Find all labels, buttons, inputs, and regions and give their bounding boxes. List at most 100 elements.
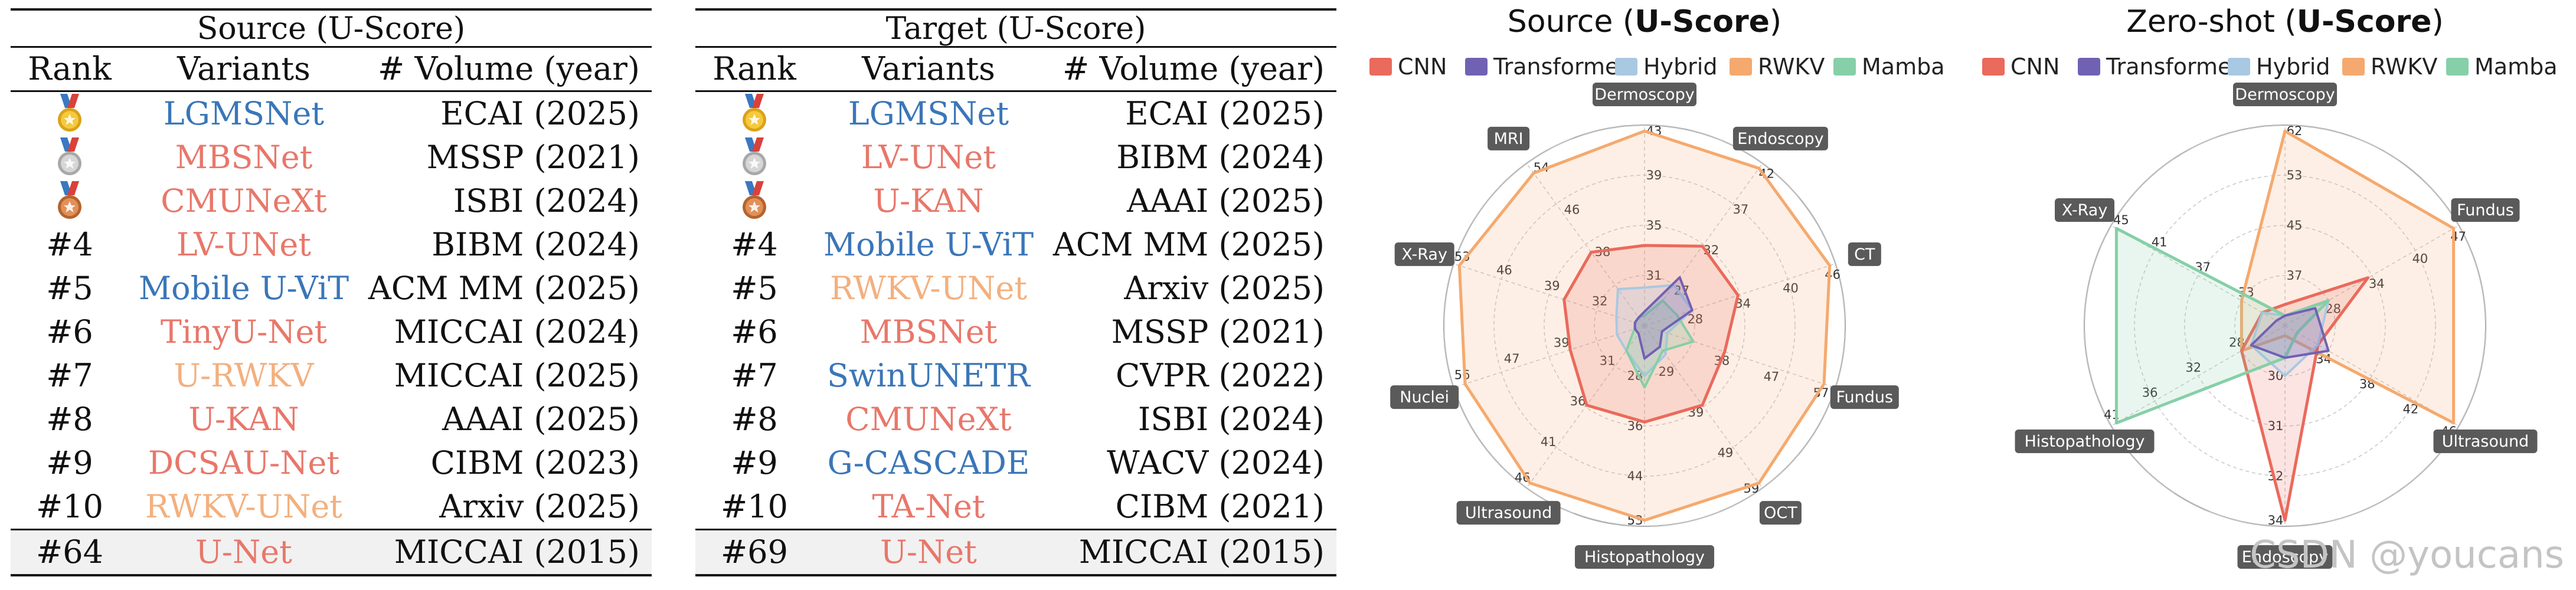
gold-medal-icon — [695, 92, 813, 136]
bronze-medal-icon — [695, 179, 813, 223]
table-row: #7 U-RWKV MICCAI (2025) — [11, 354, 652, 398]
legend-swatch-mamba — [2446, 58, 2469, 76]
axis-label-text: Ultrasound — [1465, 504, 1552, 522]
rank-cell: #7 — [46, 357, 93, 394]
table-caption: Source (U-Score) — [11, 8, 652, 48]
radar-tick-label: 37 — [1732, 202, 1748, 217]
axis-label-x-ray: X-Ray — [2055, 198, 2115, 222]
volume-cell: AAAI (2025) — [442, 401, 640, 438]
legend-label-hybrid: Hybrid — [2256, 54, 2330, 80]
axis-label-dermoscopy: Dermoscopy — [2233, 83, 2337, 106]
radar-tick-label: 32 — [2185, 360, 2201, 375]
baseline-row: #69 U-Net MICCAI (2015) — [695, 529, 1336, 576]
axis-label-ultrasound: Ultrasound — [2433, 430, 2538, 453]
axis-label-fundus: Fundus — [1830, 385, 1899, 409]
axis-label-text: Endoscopy — [1737, 130, 1823, 148]
volume-cell: WACV (2024) — [1107, 444, 1325, 481]
table-header-row: Rank Variants # Volume (year) — [11, 48, 652, 92]
axis-label-box — [2055, 198, 2115, 222]
variant-cell: TinyU-Net — [160, 313, 328, 350]
variant-cell: DCSAU-Net — [148, 444, 340, 481]
rank-cell: #4 — [731, 226, 778, 263]
axis-label-box — [1830, 385, 1899, 409]
radar-spoke — [1453, 263, 1645, 326]
rank-cell: #10 — [721, 488, 788, 525]
radar-tick-label: 41 — [1541, 435, 1557, 449]
radar-tick-label: 56 — [1454, 368, 1470, 382]
axis-label-text: MRI — [1494, 130, 1524, 148]
volume-cell: ACM MM (2025) — [368, 270, 640, 307]
axis-label-endoscopy: Endoscopy — [2237, 545, 2333, 569]
volume-cell: MSSP (2021) — [426, 139, 640, 176]
legend-swatch-mamba — [1833, 58, 1856, 76]
axis-label-box — [1848, 242, 1881, 266]
radar-tick-label: 34 — [2268, 513, 2284, 527]
axis-label-x-ray: X-Ray — [1394, 242, 1454, 266]
volume-cell: MICCAI (2024) — [394, 313, 640, 350]
axis-label-text: X-Ray — [1401, 245, 1447, 264]
axis-label-box — [1390, 385, 1459, 409]
gold-medal-icon — [11, 92, 129, 136]
legend-label-transformer: Transformer — [1493, 54, 1628, 80]
axis-label-box — [1394, 242, 1454, 266]
radar-tick-label: 39 — [1646, 168, 1662, 182]
axis-label-box — [2233, 83, 2337, 106]
axis-label-box — [1488, 126, 1530, 150]
radar-tick-label: 32 — [1592, 294, 1608, 309]
radar-tick-label: 31 — [2268, 419, 2284, 433]
radar-spoke — [1526, 163, 1645, 326]
variant-cell: RWKV-UNet — [829, 270, 1028, 307]
volume-cell: CVPR (2022) — [1115, 357, 1325, 394]
radar-grid-ring — [2084, 124, 2486, 527]
rank-cell: #8 — [46, 401, 93, 438]
rank-cell: #5 — [731, 270, 778, 307]
variant-cell: U-RWKV — [174, 357, 314, 394]
radar-tick-label: 36 — [2142, 386, 2158, 400]
axis-label-box — [2237, 545, 2333, 569]
radar-tick-label: 49 — [1718, 446, 1734, 460]
variant-cell: RWKV-UNet — [145, 488, 343, 525]
axis-label-box — [1732, 126, 1828, 150]
variant-cell: LGMSNet — [163, 95, 325, 132]
legend-label-mamba: Mamba — [2474, 54, 2558, 80]
radar-spoke — [1453, 325, 1645, 388]
header-volume: # Volume (year) — [378, 50, 640, 87]
axis-label-box — [1759, 501, 1802, 525]
axis-label-nuclei: Nuclei — [1390, 385, 1459, 409]
axis-label-box — [1575, 545, 1714, 569]
legend-swatch-rwkv — [1730, 58, 1752, 76]
series-transformer — [1633, 276, 1694, 360]
volume-cell: Arxiv (2025) — [1124, 270, 1325, 307]
axis-label-box — [2015, 430, 2155, 453]
rank-cell: #6 — [731, 313, 778, 350]
variant-cell: G-CASCADE — [827, 444, 1030, 481]
variant-cell: SwinUNETR — [826, 357, 1031, 394]
rank-cell: #9 — [46, 444, 93, 481]
radar-tick-label: 34 — [2369, 277, 2385, 291]
radar-spoke — [2111, 325, 2286, 427]
legend-swatch-transformer — [2078, 58, 2100, 76]
axis-label-fundus: Fundus — [2451, 198, 2520, 222]
axis-label-box — [2451, 198, 2520, 222]
axis-label-text: Dermoscopy — [1594, 86, 1694, 104]
legend-swatch-hybrid — [2228, 58, 2250, 76]
volume-cell: MICCAI (2025) — [394, 357, 640, 394]
volume-cell: ECAI (2025) — [440, 95, 640, 132]
axis-label-text: Fundus — [1836, 388, 1894, 407]
volume-cell: AAAI (2025) — [1126, 182, 1325, 219]
radar-tick-label: 53 — [2287, 168, 2303, 182]
radar-tick-label: 40 — [2412, 251, 2428, 266]
volume-cell: Arxiv (2025) — [439, 488, 640, 525]
header-variants: Variants — [862, 50, 995, 87]
chart-title: Zero-shot (U-Score) — [2126, 4, 2443, 40]
axis-label-text: Nuclei — [1400, 388, 1449, 407]
